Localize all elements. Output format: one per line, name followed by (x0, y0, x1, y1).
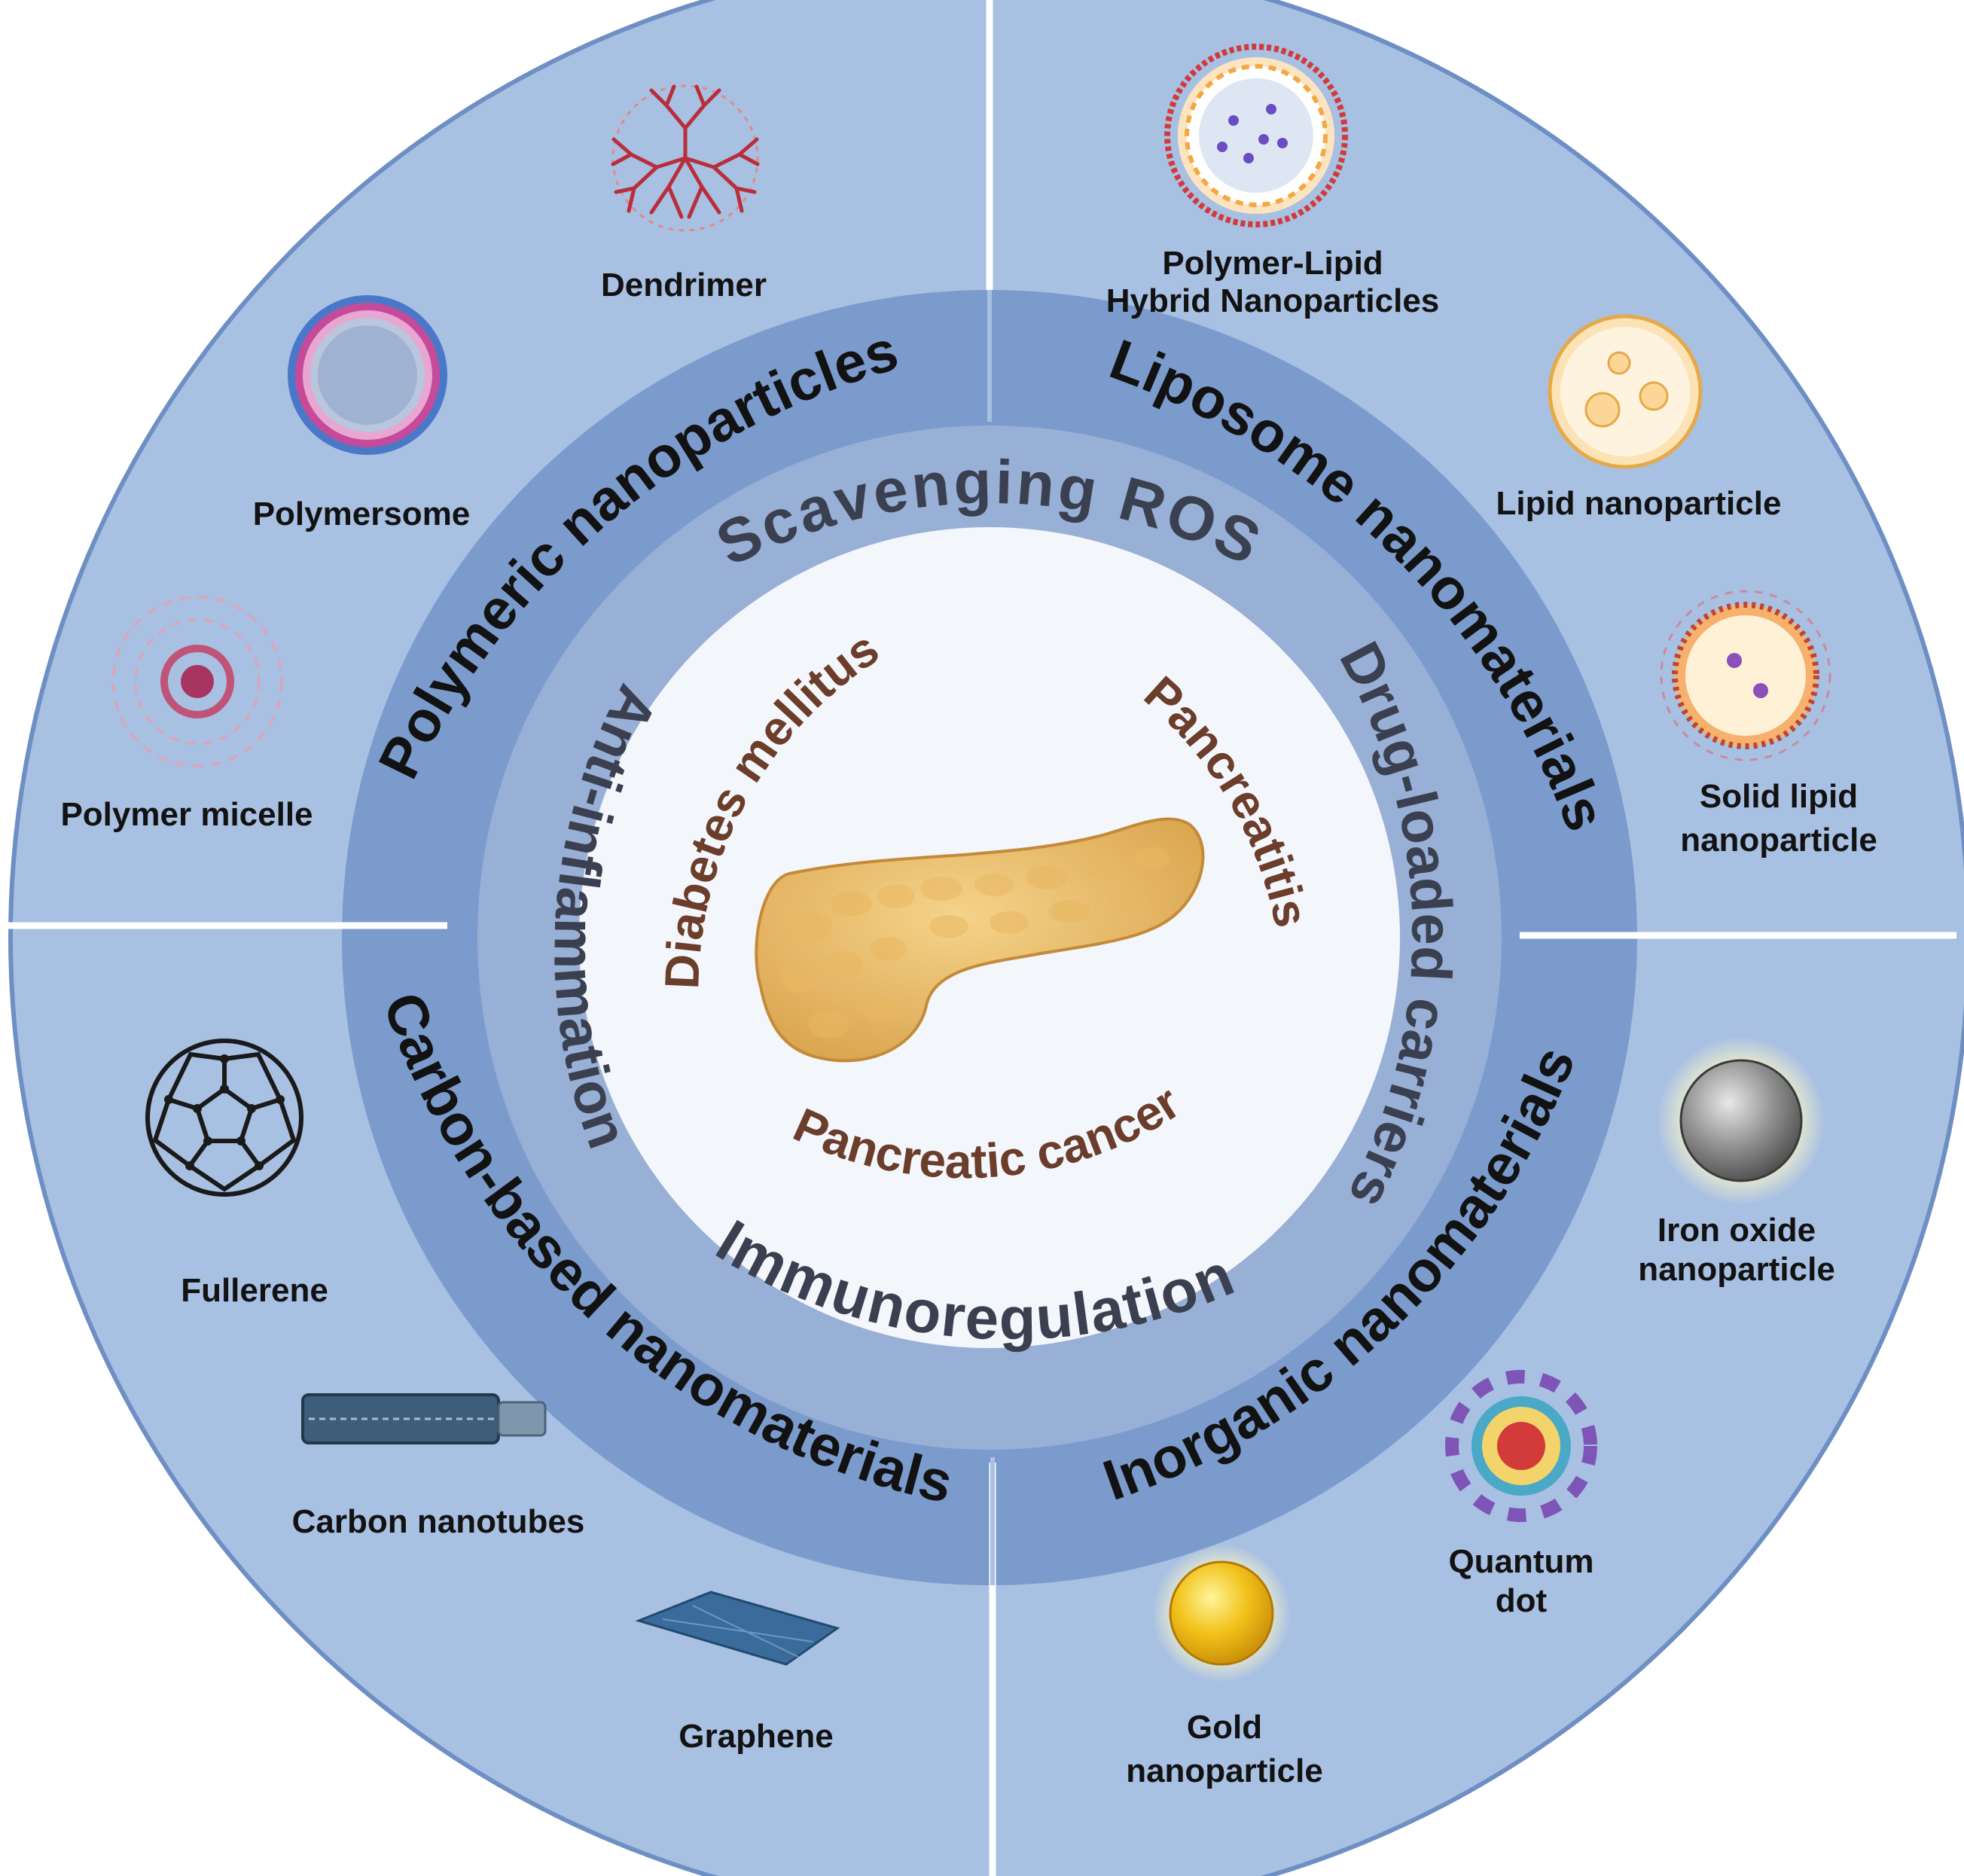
quantum-dot-label-line1: Quantum (1448, 1543, 1593, 1580)
fullerene-icon (145, 1039, 303, 1197)
carbon-nanotube-icon (301, 1393, 547, 1444)
iron-oxide-label-line1: Iron oxide (1658, 1212, 1816, 1249)
hybrid-label-line1: Polymer-Lipid (1162, 245, 1383, 282)
polymersome-label: Polymersome (253, 496, 471, 532)
polymersome-icon (288, 295, 447, 455)
dendrimer-label: Dendrimer (601, 267, 767, 304)
pancreas-icon (755, 817, 1205, 1063)
solid-lipid-nanoparticle-icon (1660, 590, 1831, 761)
iron-oxide-nanoparticle-icon (1657, 1036, 1825, 1205)
polymer-micelle-icon (111, 596, 283, 767)
gold-nanoparticle-icon (1152, 1544, 1291, 1682)
polymer-micelle-label: Polymer micelle (60, 796, 313, 833)
iron-oxide-label-line2: nanoparticle (1638, 1251, 1835, 1288)
hybrid-label-line2: Hybrid Nanoparticles (1106, 282, 1440, 319)
quantum-dot-icon (1445, 1370, 1597, 1522)
sln-label-line1: Solid lipid (1700, 778, 1858, 815)
gold-label-line2: nanoparticle (1126, 1752, 1323, 1789)
graphene-label: Graphene (679, 1718, 833, 1755)
sln-label-line2: nanoparticle (1680, 822, 1877, 859)
fullerene-label: Fullerene (181, 1272, 328, 1309)
dendrimer-icon (611, 84, 760, 232)
lipid-nanoparticle-icon (1548, 314, 1703, 469)
gold-label-line1: Gold (1187, 1709, 1262, 1746)
carbon-nanotubes-label: Carbon nanotubes (292, 1503, 585, 1540)
lipid-nanoparticle-label: Lipid nanoparticle (1496, 485, 1782, 522)
graphene-icon (635, 1591, 840, 1666)
quantum-dot-label-line2: dot (1496, 1582, 1548, 1619)
polymer-lipid-hybrid-icon (1164, 44, 1348, 227)
